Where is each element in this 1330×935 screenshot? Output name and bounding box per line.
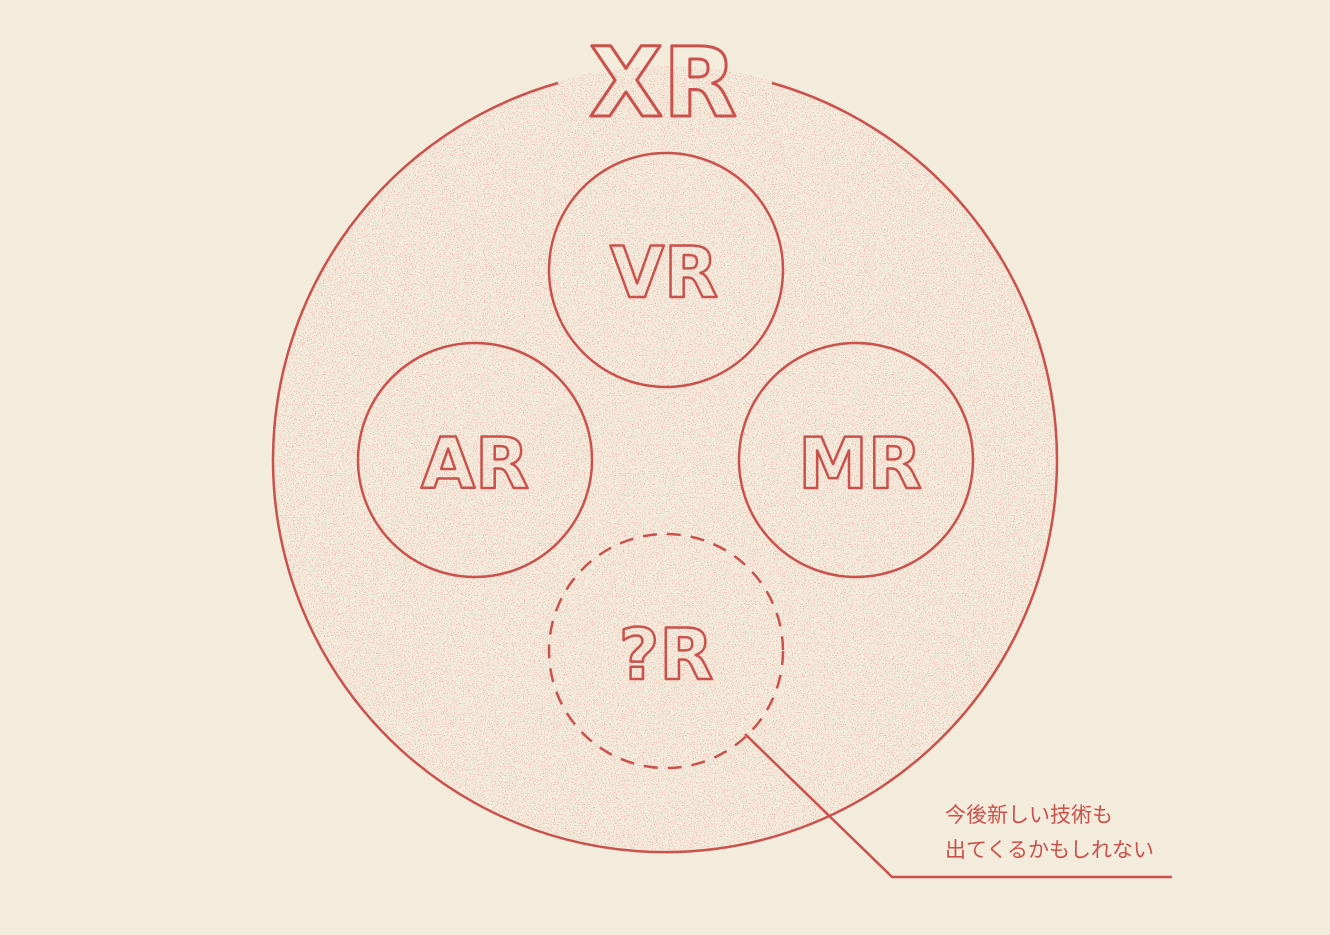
xr-speckle-fill: [274, 66, 1058, 850]
mr-circle: [737, 341, 975, 579]
annotation-leader-line: [744, 733, 1172, 879]
vr-label: VR: [610, 232, 718, 314]
ar-label: AR: [421, 423, 529, 505]
vr-circle: [547, 151, 785, 389]
mr-label: MR: [798, 423, 922, 505]
annotation-line-1: 今後新しい技術も: [945, 803, 1113, 827]
xr-label: XR: [589, 27, 737, 139]
ar-circle: [356, 341, 594, 579]
annotation-line-2: 出てくるかもしれない: [945, 838, 1154, 862]
unknown-r-circle: [547, 532, 785, 770]
xr-outer-circle: [271, 81, 1059, 854]
unknown-r-label: ?R: [619, 614, 714, 696]
